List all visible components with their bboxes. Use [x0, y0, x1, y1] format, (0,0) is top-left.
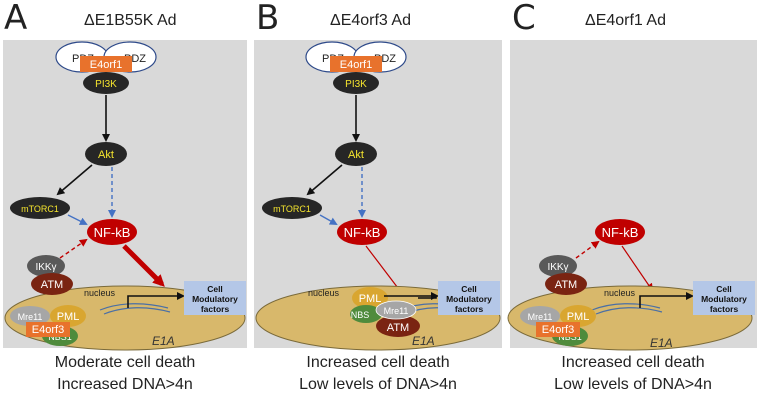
dna-strand-1: [591, 303, 661, 311]
e4orf1-label: E4orf1: [340, 59, 372, 71]
factors-line-1: Cell: [461, 284, 477, 294]
pi3k-node: [83, 72, 129, 94]
nfkb-node: [595, 219, 645, 245]
arrow-ikk-nfkb: [575, 240, 600, 259]
nucleus-label: nucleus: [604, 288, 636, 298]
arrow-akt-mtorc1: [56, 164, 93, 196]
nfkb-node: [337, 219, 387, 245]
mre11-node: [375, 300, 417, 320]
akt-node: [85, 142, 127, 166]
caption-c-line-1: Increased cell death: [561, 354, 705, 371]
pml-node: [50, 305, 86, 327]
panel-a: PDZ PDZ E4orf1 PI3K Akt mTORC1 NF-kB nuc…: [3, 40, 247, 351]
pi3k-node: [333, 72, 379, 94]
nfkb-label: NF-kB: [344, 225, 381, 240]
e1a-label: E1A: [412, 334, 435, 348]
atm-node: [545, 273, 587, 295]
panel-title-b: ΔE4orf3 Ad: [330, 12, 411, 29]
e4orf3-box: [536, 322, 580, 337]
e4orf1-box: [80, 56, 132, 72]
dna-strand-2: [103, 307, 171, 315]
e4orf1-label: E4orf1: [90, 59, 122, 71]
nfkb-label: NF-kB: [602, 225, 639, 240]
factors-box: [184, 281, 246, 315]
caption-c-line-2: Low levels of DNA>4n: [554, 376, 712, 393]
e1a-label: E1A: [152, 334, 175, 348]
mtorc1-label: mTORC1: [21, 204, 59, 214]
e4orf3-label: E4orf3: [542, 324, 574, 336]
e4orf3-box: [26, 322, 70, 337]
factors-line-3: factors: [201, 304, 230, 314]
ikk-label: IKKγ: [35, 262, 56, 273]
e4orf3-label: E4orf3: [32, 324, 64, 336]
panel-c: NF-kB nucleus E1A IKKγ ATM Mre11 PML NBS…: [507, 40, 757, 351]
atm-label: ATM: [387, 322, 409, 334]
atm-label: ATM: [41, 279, 63, 291]
factors-box: [438, 281, 500, 315]
arrow-mtorc1-nfkb: [67, 214, 88, 225]
atm-node: [376, 315, 420, 337]
atm-label: ATM: [555, 279, 577, 291]
caption-b-line-2: Low levels of DNA>4n: [299, 376, 457, 393]
arrow-mtorc1-nfkb: [319, 214, 338, 225]
akt-node: [335, 142, 377, 166]
panel-letter-c: C: [512, 0, 536, 38]
pml-label: PML: [57, 311, 80, 323]
caption-b-line-1: Increased cell death: [306, 354, 450, 371]
factors-line-1: Cell: [207, 284, 223, 294]
pml-label: PML: [567, 311, 590, 323]
mtorc1-label: mTORC1: [273, 204, 311, 214]
mre11-label: Mre11: [528, 312, 553, 322]
nbs-label: NBS: [351, 310, 370, 320]
arrow-to-factors: [639, 292, 694, 308]
arrow-nfkb-nucleus: [621, 245, 654, 292]
nbs-node: [350, 305, 382, 323]
arrow-to-factors: [127, 292, 185, 308]
mre11-node: [520, 306, 560, 326]
pi3k-label: PI3K: [95, 79, 117, 90]
pml-label: PML: [359, 293, 382, 305]
dna-strand-1: [99, 303, 169, 311]
atm-node: [31, 273, 73, 295]
nfkb-label: NF-kB: [94, 225, 131, 240]
factors-line-3: factors: [455, 304, 484, 314]
panel-b: PDZ PDZ E4orf1 PI3K Akt mTORC1 NF-kB nuc…: [254, 40, 502, 351]
ikk-label: IKKγ: [547, 262, 568, 273]
pml-node: [352, 287, 388, 309]
arrow-ikk-nfkb: [59, 238, 88, 259]
arrow-akt-mtorc1: [306, 164, 343, 196]
factors-line-2: Modulatory: [446, 294, 492, 304]
caption-a-line-1: Moderate cell death: [54, 354, 196, 371]
panel-title-c: ΔE4orf1 Ad: [585, 12, 666, 29]
akt-label: Akt: [98, 149, 114, 161]
mtorc1-node: [262, 197, 322, 219]
mre11-label: Mre11: [18, 312, 43, 322]
nfkb-node: [87, 219, 137, 245]
mre11-label: Mre11: [384, 306, 409, 316]
nucleus-label: nucleus: [84, 288, 116, 298]
caption-a-line-2: Increased DNA>4n: [57, 376, 193, 393]
dna-strand-2: [595, 307, 663, 315]
akt-label: Akt: [348, 149, 364, 161]
e1a-label: E1A: [650, 336, 673, 350]
nucleus-label: nucleus: [308, 288, 340, 298]
mtorc1-node: [10, 197, 70, 219]
pml-node: [560, 305, 596, 327]
panel-letter-b: B: [256, 0, 280, 38]
mre11-node: [10, 306, 50, 326]
ikk-node: [27, 255, 65, 277]
factors-box: [693, 281, 755, 315]
ikk-node: [539, 255, 577, 277]
factors-line-2: Modulatory: [192, 294, 238, 304]
e4orf1-box: [330, 56, 382, 72]
arrow-nfkb-nucleus: [122, 244, 165, 287]
factors-line-1: Cell: [716, 284, 732, 294]
panel-title-a: ΔE1B55K Ad: [84, 12, 177, 29]
pi3k-label: PI3K: [345, 79, 367, 90]
factors-line-2: Modulatory: [701, 294, 747, 304]
factors-line-3: factors: [710, 304, 739, 314]
panel-letter-a: A: [4, 0, 28, 38]
